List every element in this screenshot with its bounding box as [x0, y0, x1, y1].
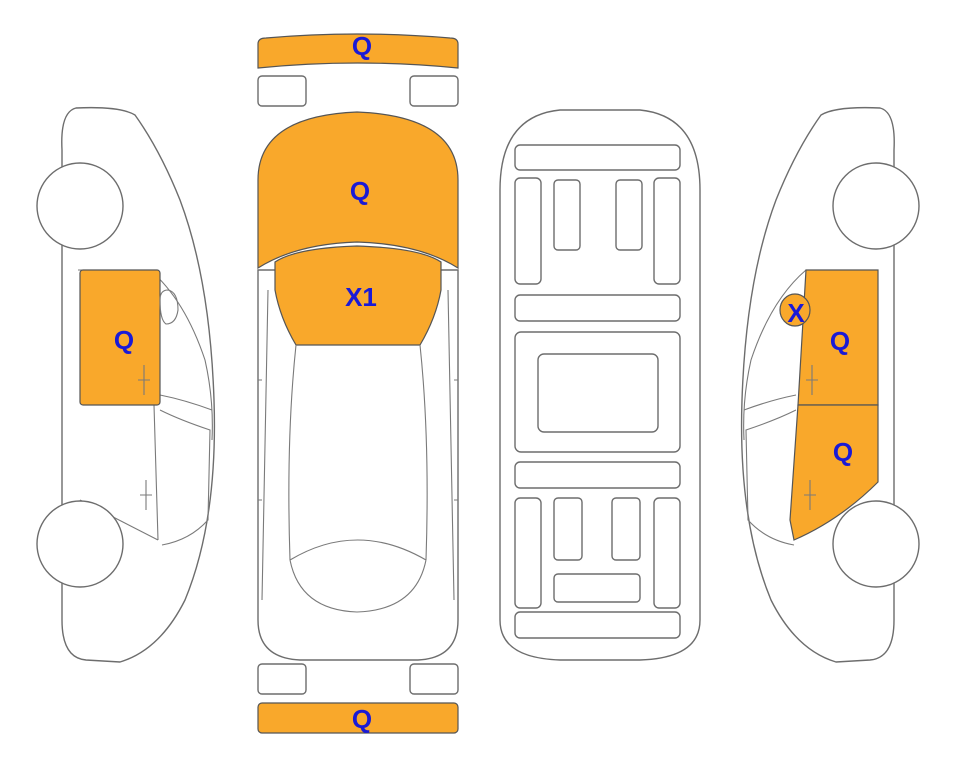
underbody-rear-left-rail — [514, 497, 542, 609]
left-front-wheel — [36, 162, 124, 250]
underbody-rear-bar — [553, 573, 641, 603]
left-front-door-mark: Q — [114, 325, 134, 355]
underbody-rear-right-pocket — [611, 497, 641, 561]
rear-bumper-panel — [257, 702, 459, 734]
left-side-roofline — [78, 269, 213, 441]
right-side-roofline — [743, 269, 878, 441]
right-side-window-line — [743, 394, 797, 546]
left-front-door-panel — [79, 269, 161, 406]
hood-mark: Q — [350, 176, 370, 206]
left-side-rear-window — [159, 409, 211, 546]
underbody-rear-right-rail — [653, 497, 681, 609]
underbody-rear-crossmember — [514, 461, 681, 489]
top-body — [257, 269, 459, 661]
underbody-rear-left-pocket — [553, 497, 583, 561]
right-rear-handle — [804, 480, 816, 510]
left-front-handle — [138, 365, 150, 395]
left-mirror — [159, 289, 179, 325]
underbody-front-left-pocket — [553, 179, 581, 251]
left-rear-handle — [140, 480, 152, 510]
front-left-light — [257, 75, 307, 107]
right-rear-door-mark: Q — [833, 437, 853, 467]
right-mirror — [779, 293, 811, 327]
left-side-view — [36, 106, 216, 663]
right-mirror-mark: X — [787, 298, 805, 328]
front-right-light — [409, 75, 459, 107]
windshield-panel — [274, 245, 442, 346]
left-rear-wheel — [36, 500, 124, 588]
front-bumper-mark: Q — [352, 31, 372, 61]
underbody-mid-crossmember — [514, 294, 681, 322]
top-cabin-lines — [288, 344, 428, 613]
damage-marks: Q Q X1 Q X Q Q Q — [114, 31, 853, 734]
underbody-view — [499, 109, 701, 661]
rear-right-light — [409, 663, 459, 695]
windshield-mark: X1 — [345, 282, 377, 312]
underbody-center-plate — [537, 353, 659, 433]
right-front-wheel — [832, 162, 920, 250]
underbody-front-left-rail — [514, 177, 542, 285]
front-bumper-panel — [257, 33, 459, 69]
top-view — [257, 33, 459, 734]
right-front-handle — [806, 365, 818, 395]
top-side-lines — [258, 289, 458, 601]
right-rear-door-panel — [789, 404, 879, 541]
rear-left-light — [257, 663, 307, 695]
right-side-view — [740, 106, 920, 663]
right-front-door-mark: Q — [830, 326, 850, 356]
hood-panel — [257, 111, 459, 270]
right-rear-wheel — [832, 500, 920, 588]
rear-bumper-mark: Q — [352, 704, 372, 734]
underbody-rear-crossmember-2 — [514, 611, 681, 639]
underbody-front-right-rail — [653, 177, 681, 285]
underbody-front-crossmember — [514, 144, 681, 171]
underbody-front-right-pocket — [615, 179, 643, 251]
